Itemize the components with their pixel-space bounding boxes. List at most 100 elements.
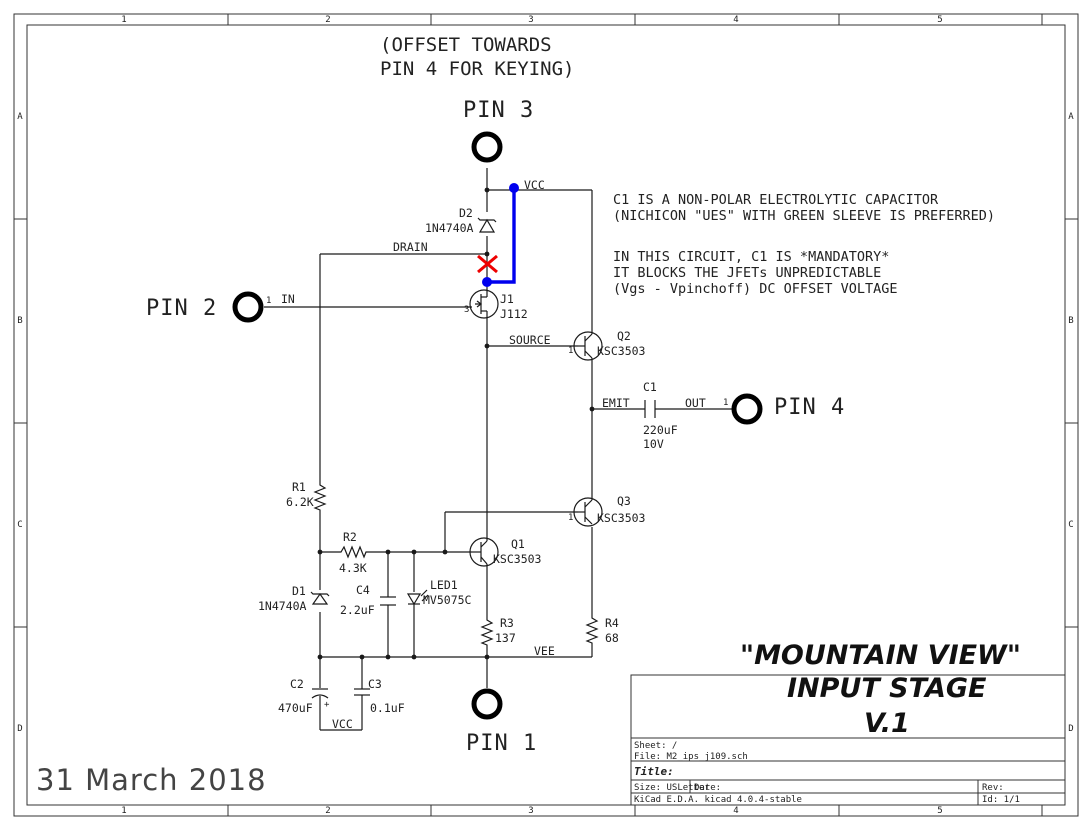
c2-value: 470uF [278,701,313,715]
j1-ref: J1 [500,292,514,306]
q2-transistor[interactable]: 1 Q2 KSC3503 [568,329,646,362]
col-label: 1 [121,15,126,25]
led1-value: MV5075C [423,593,472,607]
q1-value: KSC3503 [493,552,542,566]
offset-note-line1: (OFFSET TOWARDS [380,34,552,56]
sheet-border [13,13,1079,817]
c1-value: 220uF [643,423,678,437]
pin-number: 1 [723,398,728,408]
c3-capacitor[interactable]: C3 0.1uF [354,677,405,715]
q2-ref: Q2 [617,329,631,343]
pin-number: 1 [568,346,573,356]
date-stamp: 31 March 2018 [36,763,267,797]
pin3-connector[interactable]: PIN 3 [463,98,534,163]
row-label: C [17,520,22,530]
d1-zener-diode[interactable]: D1 1N4740A [258,584,330,613]
pin3-label: PIN 3 [463,98,534,123]
row-label: A [17,112,23,122]
mandatory-note-line1: IN THIS CIRCUIT, C1 IS *MANDATORY* [613,249,889,265]
r1-resistor[interactable]: R1 6.2K [286,480,327,512]
r2-ref: R2 [343,530,357,544]
col-label: 2 [325,15,330,25]
row-label: D [1068,724,1073,734]
c4-ref: C4 [356,583,370,597]
r3-resistor[interactable]: R3 137 [480,616,516,646]
c3-value: 0.1uF [370,701,405,715]
q2-value: KSC3503 [597,344,646,358]
pin2-connector[interactable]: PIN 2 1 [146,291,271,323]
row-label: A [1068,112,1074,122]
c1-ref: C1 [643,380,657,394]
tb-rev-label: Rev: [982,783,1004,793]
pin-number: 1 [568,513,573,523]
r4-ref: R4 [605,616,619,630]
pin4-label: PIN 4 [774,395,845,420]
tb-size: Size: USLetter [634,783,710,793]
d2-ref: D2 [459,206,473,220]
c1-note-line2: (NICHICON "UES" WITH GREEN SLEEVE IS PRE… [613,208,995,224]
pin1-label: PIN 1 [466,731,537,756]
c2-capacitor[interactable]: C2 470uF + [278,677,330,715]
r3-value: 137 [495,631,516,645]
c2-ref: C2 [290,677,304,691]
col-label: 4 [733,15,738,25]
row-label: D [17,724,22,734]
c1-capacitor[interactable]: C1 220uF 10V [643,380,678,451]
c3-ref: C3 [368,677,382,691]
net-label-vcc-top: VCC [524,178,545,192]
pin2-label: PIN 2 [146,296,217,321]
led1-diode[interactable]: LED1 MV5075C [406,578,472,607]
row-label: B [17,316,22,326]
title-line1: "MOUNTAIN VIEW" [740,640,1021,671]
c4-capacitor[interactable]: C4 2.2uF [340,583,396,617]
col-label: 3 [528,15,533,25]
net-label-out: OUT [685,396,706,410]
c4-value: 2.2uF [340,603,375,617]
col-label: 4 [733,806,738,816]
title-block: Sheet: / File: M2_ips_j109.sch Title: Si… [630,674,1066,806]
wires [264,168,733,731]
tb-sheet: Sheet: / [634,741,677,751]
col-label: 1 [121,806,126,816]
q1-transistor[interactable]: Q1 KSC3503 [469,537,542,567]
net-label-vee: VEE [534,644,555,658]
q3-transistor[interactable]: 1 Q3 KSC3503 [568,494,646,527]
net-label-vcc-bottom: VCC [332,717,353,731]
d2-value: 1N4740A [425,221,474,235]
offset-note-line2: PIN 4 FOR KEYING) [380,58,574,80]
erc-error-marker[interactable] [477,254,498,274]
row-label: C [1068,520,1073,530]
d1-ref: D1 [292,584,306,598]
c1-note-line1: C1 IS A NON-POLAR ELECTROLYTIC CAPACITOR [613,192,939,208]
tb-file: File: M2_ips_j109.sch [634,752,748,762]
j1-jfet[interactable]: 3 J1 J112 [464,289,528,321]
tb-id: Id: 1/1 [982,795,1020,805]
net-label-in: IN [281,292,295,306]
c2-polarity: + [324,700,330,710]
r2-resistor[interactable]: R2 4.3K [338,530,368,575]
title-line2: INPUT STAGE [787,673,987,704]
col-label: 3 [528,806,533,816]
led1-ref: LED1 [430,578,458,592]
pin-number: 1 [266,296,271,306]
j1-value: J112 [500,307,528,321]
border-column-labels: 1 2 3 4 5 1 2 3 4 5 [121,15,942,816]
highlighted-wire[interactable] [482,183,519,287]
r4-value: 68 [605,631,619,645]
border-row-labels: A B C D A B C D [17,112,1074,734]
net-label-source: SOURCE [509,333,551,347]
r4-resistor[interactable]: R4 68 [585,615,619,645]
schematic-title: "MOUNTAIN VIEW" INPUT STAGE V.1 [740,640,1021,739]
tb-kicad: KiCad E.D.A. kicad 4.0.4-stable [634,795,802,805]
junction-dots [317,187,595,660]
mandatory-note-line2: IT BLOCKS THE JFETs UNPREDICTABLE [613,265,881,281]
pin-number: 3 [464,305,469,315]
pin1-connector[interactable]: PIN 1 [466,688,537,756]
net-label-emit: EMIT [602,396,630,410]
tb-date-label: Date: [694,783,721,793]
d2-zener-diode[interactable]: D2 1N4740A [425,206,497,235]
q3-ref: Q3 [617,494,631,508]
q1-ref: Q1 [511,537,525,551]
pin4-connector[interactable]: PIN 4 1 [723,393,845,425]
col-label: 2 [325,806,330,816]
